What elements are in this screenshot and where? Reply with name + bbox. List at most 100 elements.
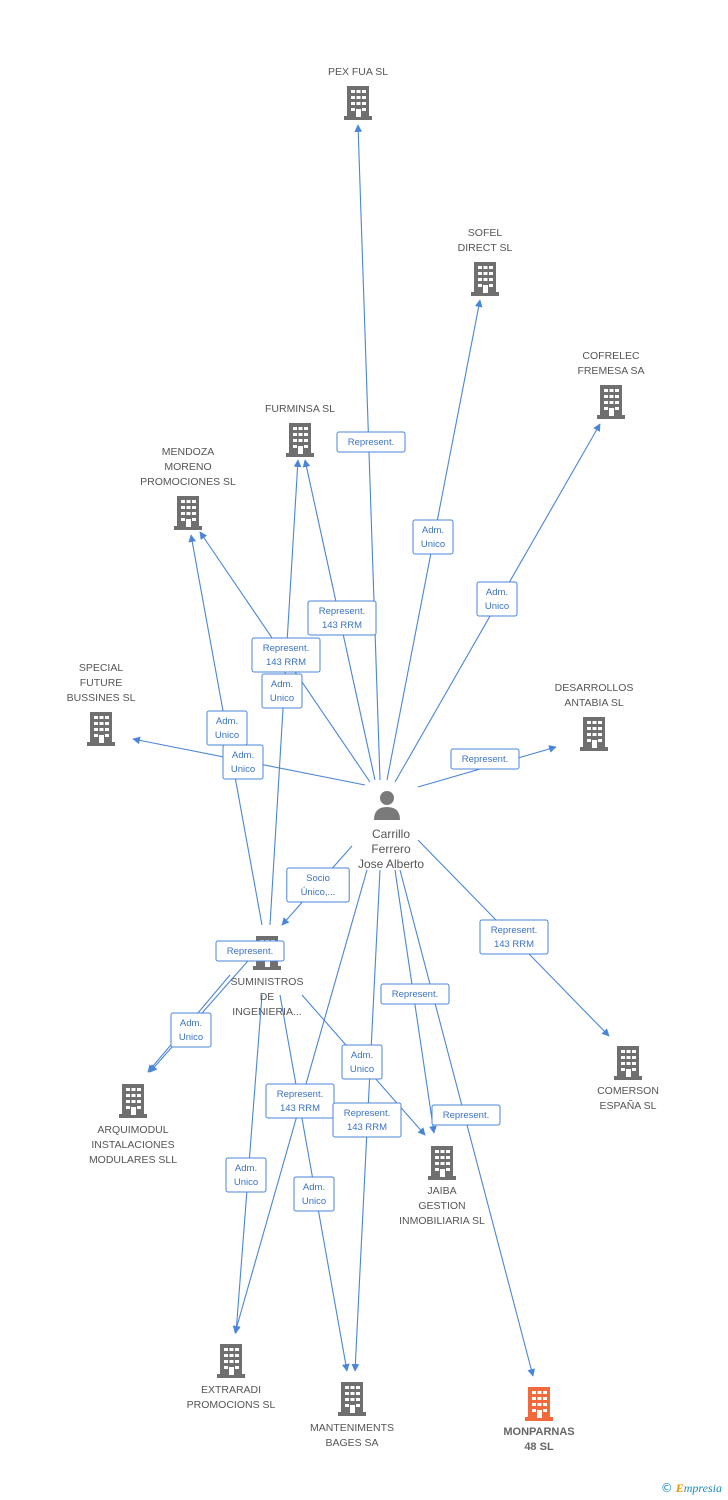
edge-label-text: Represent. xyxy=(227,946,273,957)
edge-label-text: Unico xyxy=(302,1196,326,1207)
edge-label-text: Adm. xyxy=(180,1018,202,1029)
company-label: PROMOCIONS SL xyxy=(187,1399,276,1411)
company-label: FUTURE xyxy=(80,677,123,689)
footer-brand[interactable]: © Empresia xyxy=(661,1481,722,1496)
edge-label-text: Único,... xyxy=(301,887,336,898)
edge-label-text: 143 RRM xyxy=(322,620,362,631)
edge-label[interactable]: Adm.Unico xyxy=(341,1044,383,1080)
edge-label[interactable]: Represent.143 RRM xyxy=(251,637,321,673)
edge-label[interactable]: Represent. 143 RRM xyxy=(332,1102,402,1138)
edge-label-box xyxy=(225,1157,267,1193)
edge-label-text: Unico xyxy=(270,693,294,704)
edge-label[interactable]: Adm.Unico xyxy=(261,673,303,709)
building-icon xyxy=(471,262,499,296)
company-label: FURMINSA SL xyxy=(265,403,335,415)
company-node-sofel[interactable]: SOFEL DIRECT SL xyxy=(458,227,513,296)
company-label: EXTRARADI xyxy=(201,1384,261,1396)
edge-label-box xyxy=(341,1044,383,1080)
edge-label[interactable]: Represent.143 RRM xyxy=(307,600,377,636)
edge-label[interactable]: Represent. xyxy=(215,940,285,962)
relation-edge xyxy=(149,944,263,1073)
edge-label[interactable]: Adm.Unico xyxy=(476,581,518,617)
edge-label[interactable]: Adm. Unico xyxy=(412,519,454,555)
company-label: JAIBA xyxy=(427,1185,456,1197)
edge-label-text: Represent. xyxy=(462,754,508,765)
company-label: DIRECT SL xyxy=(458,242,513,254)
brand-logo-e: E xyxy=(675,1481,684,1495)
edge-label-text: Adm. xyxy=(303,1182,325,1193)
edge-label-text: Unico xyxy=(231,764,255,775)
edge-label-box xyxy=(431,1104,501,1126)
company-label: MANTENIMENTS xyxy=(310,1422,394,1434)
company-label: PROMOCIONES SL xyxy=(140,476,236,488)
company-label: COFRELEC xyxy=(582,350,640,362)
edge-label[interactable]: Adm.Unico xyxy=(170,1012,212,1048)
company-node-jaiba[interactable]: JAIBA GESTION INMOBILIARIA SL xyxy=(399,1146,485,1227)
edge-label[interactable]: Adm.Unico xyxy=(225,1157,267,1193)
company-node-extraradi[interactable]: EXTRARADI PROMOCIONS SL xyxy=(187,1344,276,1411)
copyright-symbol: © xyxy=(660,1481,673,1495)
edge-label-box xyxy=(307,600,377,636)
company-node-manteniments[interactable]: MANTENIMENTS BAGES SA xyxy=(310,1382,394,1449)
edge-label[interactable]: SocioÚnico,... xyxy=(286,867,350,903)
building-icon xyxy=(344,86,372,120)
edge-label-box xyxy=(336,431,406,453)
person-label: Ferrero xyxy=(371,842,411,856)
edge-label-box xyxy=(293,1176,335,1212)
company-label: ARQUIMODUL xyxy=(97,1124,168,1136)
company-label: SOFEL xyxy=(468,227,503,239)
company-label: BAGES SA xyxy=(325,1437,378,1449)
edge-label-box xyxy=(222,744,264,780)
edge-label-text: Unico xyxy=(421,539,445,550)
edge-label-box xyxy=(412,519,454,555)
edge-label[interactable]: Represent. xyxy=(336,431,406,453)
company-label: 48 SL xyxy=(524,1441,554,1453)
edge-label-text: Represent. xyxy=(277,1089,323,1100)
edge-label-text: Adm. xyxy=(422,525,444,536)
edge-label-text: Represent. xyxy=(392,989,438,1000)
edge-label[interactable]: Represent. xyxy=(431,1104,501,1126)
edge-label-box xyxy=(170,1012,212,1048)
edge-label-box xyxy=(476,581,518,617)
edge-label-text: Unico xyxy=(234,1177,258,1188)
edge-label[interactable]: Represent. xyxy=(380,983,450,1005)
company-label: INMOBILIARIA SL xyxy=(399,1215,485,1227)
building-icon xyxy=(614,1046,642,1080)
company-node-suministros[interactable]: SUMINISTROSDEINGENIERIA... xyxy=(231,936,304,1018)
company-label: ESPAÑA SL xyxy=(599,1099,656,1112)
edge-label[interactable]: Adm.Unico xyxy=(222,744,264,780)
edge-label-text: 143 RRM xyxy=(494,939,534,950)
building-icon xyxy=(580,717,608,751)
company-label: COMERSON xyxy=(597,1085,659,1097)
edge-label-text: Represent. xyxy=(491,925,537,936)
edge-label-text: Represent. xyxy=(348,437,394,448)
edge-label[interactable]: Represent. 143 RRM xyxy=(479,919,549,955)
edge-label-box xyxy=(265,1083,335,1119)
company-node-comerson[interactable]: COMERSON ESPAÑA SL xyxy=(597,1046,659,1112)
edge-label-text: 143 RRM xyxy=(347,1122,387,1133)
company-node-furminsa[interactable]: FURMINSA SL xyxy=(265,403,335,457)
brand-name: mpresia xyxy=(683,1481,722,1495)
company-node-pexfua[interactable]: PEX FUA SL xyxy=(328,66,388,120)
building-icon xyxy=(525,1387,553,1421)
edge-label-box xyxy=(380,983,450,1005)
edge-label-box xyxy=(286,867,350,903)
edge-label[interactable]: Adm. Unico xyxy=(293,1176,335,1212)
edge-label[interactable]: Adm.Unico xyxy=(206,710,248,746)
building-icon xyxy=(338,1382,366,1416)
company-label: GESTION xyxy=(418,1200,465,1212)
person-label: Carrillo xyxy=(372,827,410,841)
edge-label-text: Represent. xyxy=(443,1110,489,1121)
edge-label[interactable]: Represent. xyxy=(450,748,520,770)
edge-label-text: Represent. xyxy=(344,1108,390,1119)
edge-label[interactable]: Represent.143 RRM xyxy=(265,1083,335,1119)
edge-label-text: Unico xyxy=(215,730,239,741)
company-label: SPECIAL xyxy=(79,662,124,674)
